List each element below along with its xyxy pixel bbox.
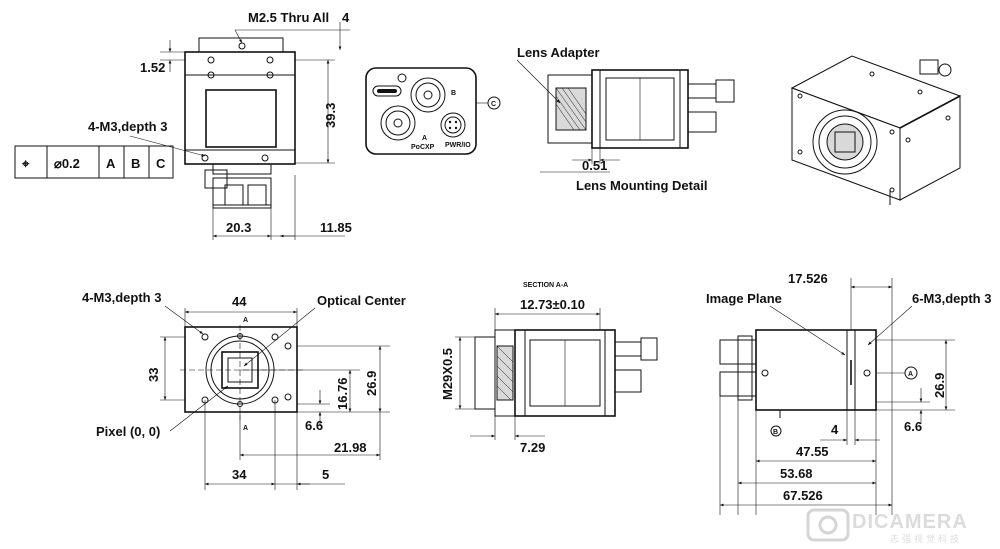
datum-a-bubble: A xyxy=(908,371,913,378)
m25-thru-all-label: M2.5 Thru All xyxy=(248,10,329,25)
dim-39-3: 39.3 xyxy=(323,103,338,128)
m3-depth3-front-label: 4-M3,depth 3 xyxy=(88,119,167,134)
optical-center-label: Optical Center xyxy=(317,293,406,308)
dim-67-526: 67.526 xyxy=(783,488,823,503)
watermark-sub: 志强视觉科技 xyxy=(890,533,962,544)
rear-panel: B A PoCXP PWR/IO C xyxy=(365,67,501,155)
port-pwrio-label: PWR/IO xyxy=(445,142,471,149)
dim-47-55: 47.55 xyxy=(796,444,829,459)
lens-mounting-detail-title: Lens Mounting Detail xyxy=(576,178,707,193)
dim-4-side: 4 xyxy=(831,422,839,437)
datum-b-cell: B xyxy=(131,156,140,171)
watermark-logo: DICAMERA 志强视觉科技 xyxy=(806,508,968,544)
isometric-view xyxy=(790,55,962,205)
dim-5: 5 xyxy=(322,467,329,482)
m3-depth3-side-label: 6-M3,depth 3 xyxy=(912,291,991,306)
lens-adapter-label: Lens Adapter xyxy=(517,45,600,60)
pixel-origin-label: Pixel (0, 0) xyxy=(96,424,160,439)
image-plane-label: Image Plane xyxy=(706,291,782,306)
dim-26-9-face: 26.9 xyxy=(364,371,379,396)
port-a-label: A xyxy=(422,135,427,142)
dim-21-98: 21.98 xyxy=(334,440,367,455)
position-tolerance-icon: ⌖ xyxy=(21,156,30,171)
datum-c-bubble: C xyxy=(491,101,496,108)
dim-26-9-side: 26.9 xyxy=(932,373,947,398)
dim-20-3: 20.3 xyxy=(226,220,251,235)
side-view-dimensions: 17.526 Image Plane 6-M3,depth 3 26.9 6.6… xyxy=(706,271,991,515)
face-view xyxy=(180,325,305,420)
port-poexp-label: PoCXP xyxy=(411,144,435,151)
dim-m29: M29X0.5 xyxy=(440,348,455,400)
tolerance-value: ⌀0.2 xyxy=(54,156,80,171)
dim-6-6-face: 6.6 xyxy=(305,418,323,433)
dim-17-526: 17.526 xyxy=(788,271,828,286)
dim-0-51: 0.51 xyxy=(582,158,607,173)
dim-6-6-side: 6.6 xyxy=(904,419,922,434)
dim-53-68: 53.68 xyxy=(780,466,813,481)
section-aa-title: SECTION A-A xyxy=(523,282,568,289)
section-view: SECTION A-A M29X0.5 12.73±0.10 7.29 xyxy=(440,282,658,455)
dim-4-top: 4 xyxy=(342,10,350,25)
face-view-dimensions: 4-M3,depth 3 44 A A 33 Optical Center 26… xyxy=(82,290,406,490)
tolerance-frame: ⌖ ⌀0.2 A B C xyxy=(14,145,174,179)
dim-33: 33 xyxy=(146,368,161,382)
front-view xyxy=(184,37,296,209)
dim-7-29: 7.29 xyxy=(520,440,545,455)
m3-depth3-face-label: 4-M3,depth 3 xyxy=(82,290,161,305)
dim-12-73: 12.73±0.10 xyxy=(520,297,585,312)
dim-11-85: 11.85 xyxy=(320,220,352,235)
section-mark-top: A xyxy=(243,317,248,324)
watermark-brand: DICAMERA xyxy=(852,511,968,533)
port-b-label: B xyxy=(451,90,456,97)
dim-44: 44 xyxy=(232,294,247,309)
dim-1-52: 1.52 xyxy=(140,60,165,75)
lens-mounting-detail: 0.51 Lens Mounting Detail Lens Adapter xyxy=(516,45,735,193)
section-mark-bottom: A xyxy=(243,425,248,432)
datum-b-bubble: B xyxy=(773,429,778,436)
datum-a-cell: A xyxy=(106,156,116,171)
front-view-dimensions: M2.5 Thru All 4 1.52 39.3 4-M3,depth 3 2… xyxy=(88,10,352,240)
datum-c-cell: C xyxy=(156,156,166,171)
dim-16-76: 16.76 xyxy=(335,377,350,410)
side-view: B A xyxy=(719,329,918,437)
dim-34: 34 xyxy=(232,467,247,482)
